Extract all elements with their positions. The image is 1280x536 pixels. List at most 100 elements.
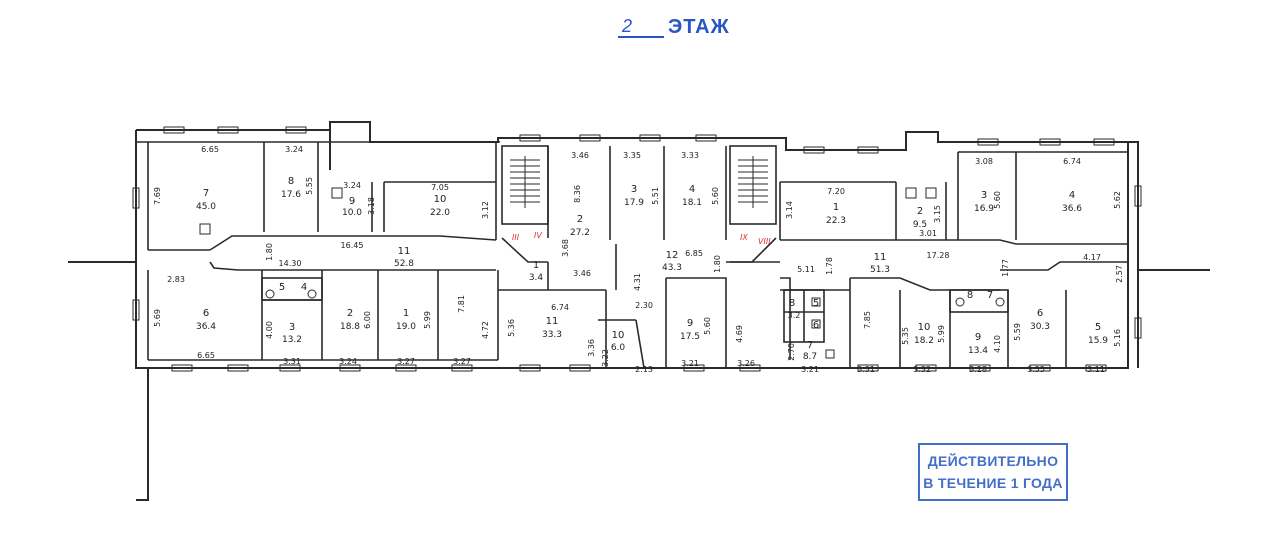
dimension: 6.65	[201, 145, 219, 154]
room-area: 33.3	[542, 330, 562, 340]
dimension: 4.72	[481, 321, 490, 339]
dimension: 3.18	[367, 197, 376, 215]
room-label: 5	[1095, 322, 1101, 333]
dimension: 3.27	[453, 357, 471, 366]
dimension: 7.69	[153, 187, 162, 205]
validity-stamp: ДЕЙСТВИТЕЛЬНО В ТЕЧЕНИЕ 1 ГОДА	[918, 443, 1068, 501]
dimension: 3.22	[601, 349, 610, 367]
room-label: 4	[301, 282, 307, 293]
room-label: 3	[981, 190, 987, 201]
room-label: 4	[689, 184, 695, 195]
dimension: 3.55	[1027, 365, 1045, 374]
floor-number-underline	[618, 36, 664, 38]
dimension: 7.20	[827, 187, 845, 196]
dimension: 2.30	[635, 301, 653, 310]
dimension: 3.27	[397, 357, 415, 366]
room-area: 17.5	[680, 332, 700, 342]
dimension: 5.51	[651, 187, 660, 205]
room-area: 10.0	[342, 208, 362, 218]
room-area: 17.9	[624, 198, 644, 208]
room-label: 8	[288, 176, 294, 187]
dimension: 3.32	[913, 365, 931, 374]
stamp-line-1: ДЕЙСТВИТЕЛЬНО	[927, 453, 1059, 469]
dimension: 3.68	[561, 239, 570, 257]
dimension: 14.30	[279, 259, 302, 268]
dimension: 3.24	[343, 181, 361, 190]
dimension-labels: 6.65 7.69 3.24 5.55 3.24 3.18 7.05 3.12 …	[153, 145, 1124, 374]
room-label: 7	[807, 340, 813, 351]
dimension: 4.17	[1083, 253, 1101, 262]
dimension: 8.36	[573, 185, 582, 203]
room-label: 9	[349, 196, 355, 207]
dimension: 3.26	[737, 359, 755, 368]
dimension: 3.31	[857, 365, 875, 374]
dimension: 5.60	[711, 187, 720, 205]
dimension: 3.24	[339, 357, 357, 366]
dimension: 3.08	[975, 157, 993, 166]
red-mark: III	[512, 233, 520, 242]
floor-word: ЭТАЖ	[668, 16, 730, 38]
dimension: 5.11	[797, 265, 815, 274]
room-area: 6.0	[611, 343, 626, 353]
room-label: 12	[666, 250, 679, 261]
dimension: 5.62	[1113, 191, 1122, 209]
room-label: 1	[403, 308, 409, 319]
room-label: 11	[874, 252, 887, 263]
dimension: 3.33	[681, 151, 699, 160]
dimension: 6.00	[363, 311, 372, 329]
room-label: 11	[546, 316, 559, 327]
room-area: 3.4	[529, 273, 544, 283]
room-area: 16.9	[974, 204, 994, 214]
room-area: 36.6	[1062, 204, 1082, 214]
room-label: 2	[577, 214, 583, 225]
room-area: 15.9	[1088, 336, 1108, 346]
room-label: 7	[987, 290, 993, 301]
room-label: 10	[434, 194, 447, 205]
dimension: 5.36	[507, 319, 516, 337]
room-label: 2	[347, 308, 353, 319]
dimension: 3.15	[933, 205, 942, 223]
dimension: 3.31	[283, 357, 301, 366]
room-area: 43.3	[662, 263, 682, 273]
room-area: 8.7	[803, 352, 817, 362]
red-mark: VIII	[758, 237, 771, 246]
room-area: 51.3	[870, 265, 890, 275]
dimension: 3.35	[623, 151, 641, 160]
stamp-line-2: В ТЕЧЕНИЕ 1 ГОДА	[923, 475, 1063, 491]
room-area: 27.2	[570, 228, 590, 238]
windows	[132, 126, 1142, 372]
room-area: 22.3	[826, 216, 846, 226]
dimension: 3.11	[1087, 365, 1105, 374]
room-label: 5	[813, 298, 819, 309]
room-label: 8	[967, 290, 973, 301]
dimension: 1.80	[265, 243, 274, 261]
dimension: 4.31	[633, 273, 642, 291]
room-area: 36.4	[196, 322, 216, 332]
building-outline	[68, 121, 1210, 501]
dimension: 2.57	[1115, 265, 1124, 283]
room-label: 7	[203, 188, 209, 199]
floor-title: 2 ЭТАЖ	[600, 12, 760, 42]
interior-walls	[136, 141, 1128, 369]
floor-number: 2	[622, 16, 633, 36]
room-area: 18.1	[682, 198, 702, 208]
dimension: 3.36	[587, 339, 596, 357]
stair-treads	[510, 156, 768, 208]
room-label: 10	[918, 322, 931, 333]
dimension: 4.69	[735, 325, 744, 343]
red-mark: IX	[740, 233, 748, 242]
dimension: 3.14	[785, 201, 794, 219]
dimension: 6.74	[551, 303, 569, 312]
dimension: 17.28	[927, 251, 950, 260]
dimension: 1.78	[825, 257, 834, 275]
room-area: 17.6	[281, 190, 301, 200]
room-area: 18.2	[914, 336, 934, 346]
dimension: 3.28	[969, 365, 987, 374]
room-label: 11	[398, 246, 411, 257]
fixtures	[199, 187, 1005, 359]
room-label: 8	[789, 298, 795, 309]
dimension: 2.83	[167, 275, 185, 284]
dimension: 4.00	[265, 321, 274, 339]
dimension: 3.12	[481, 201, 490, 219]
dimension: 4.10	[993, 335, 1002, 353]
